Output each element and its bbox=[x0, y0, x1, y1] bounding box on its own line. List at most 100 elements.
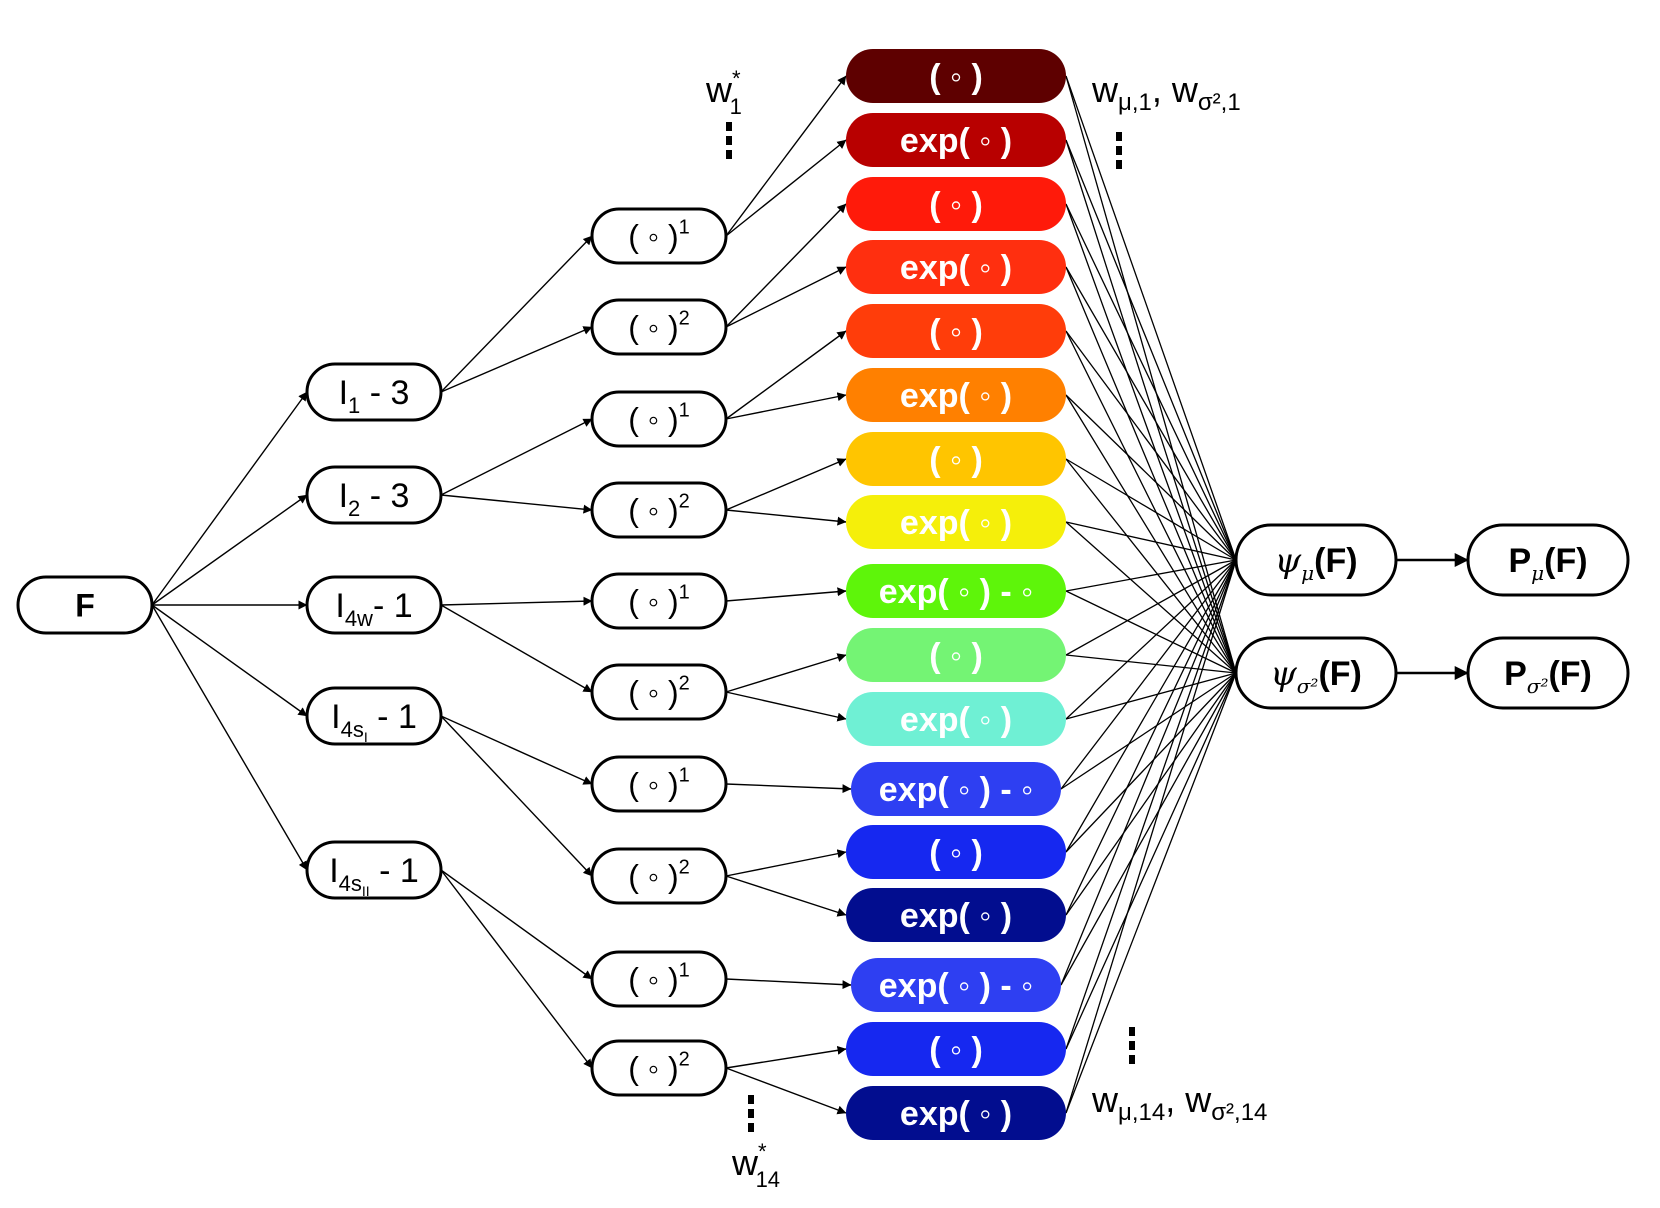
activation-label: exp( ◦ ) - ◦ bbox=[879, 967, 1033, 1005]
invariant-node bbox=[305, 362, 443, 422]
edge-input-to-invariant bbox=[151, 604, 308, 717]
input-label: F bbox=[75, 588, 95, 624]
edge-activation-to-output bbox=[1065, 139, 1237, 674]
edge-invariant-to-power bbox=[440, 235, 593, 393]
activation-label: exp( ◦ ) bbox=[900, 122, 1012, 160]
power-label: ( ◦ )2 bbox=[628, 1049, 690, 1087]
activation-node bbox=[846, 495, 1066, 549]
ellipsis-bottom-left bbox=[748, 1095, 754, 1132]
activation-label: ( ◦ ) bbox=[929, 441, 983, 479]
activation-label: ( ◦ ) bbox=[929, 834, 983, 872]
invariant-label: I2 - 3 bbox=[339, 477, 410, 521]
activation-node bbox=[846, 49, 1066, 103]
edge-activation-to-output bbox=[1065, 654, 1237, 674]
ellipsis-bottom-right bbox=[1129, 1027, 1135, 1064]
power-node bbox=[590, 950, 728, 1008]
invariant-label: I4w- 1 bbox=[335, 587, 412, 631]
activation-node bbox=[846, 1022, 1066, 1076]
edge-activation-to-output bbox=[1065, 559, 1237, 656]
edge-activation-to-output bbox=[1065, 458, 1237, 674]
power-node bbox=[590, 298, 728, 356]
activation-label: exp( ◦ ) bbox=[900, 249, 1012, 287]
activation-node bbox=[846, 368, 1066, 422]
activation-node bbox=[846, 240, 1066, 294]
weights-bottom-label: wμ,14, wσ²,14 bbox=[1091, 1079, 1267, 1126]
ellipsis-top-right bbox=[1116, 132, 1122, 169]
p-node bbox=[1466, 523, 1630, 597]
edge-activation-to-output bbox=[1065, 559, 1237, 592]
edge-power-to-activation bbox=[725, 1045, 847, 1069]
power-node bbox=[590, 390, 728, 448]
p-label: Pμ(F) bbox=[1508, 542, 1587, 585]
activation-label: ( ◦ ) bbox=[929, 313, 983, 351]
edge-activation-to-output bbox=[1060, 672, 1237, 790]
edge-power-to-activation bbox=[725, 266, 847, 328]
edge-power-to-activation bbox=[725, 75, 847, 237]
power-node bbox=[590, 847, 728, 905]
activation-label: exp( ◦ ) bbox=[900, 504, 1012, 542]
edge-invariant-to-power bbox=[440, 604, 593, 693]
edge-activation-to-output bbox=[1065, 394, 1237, 674]
edge-invariant-to-power bbox=[440, 596, 593, 606]
power-label: ( ◦ )2 bbox=[628, 308, 690, 346]
activation-label: exp( ◦ ) bbox=[900, 1095, 1012, 1133]
p-label: Pσ²(F) bbox=[1504, 655, 1592, 698]
invariant-node bbox=[305, 575, 443, 635]
power-label: ( ◦ )1 bbox=[628, 400, 690, 438]
activation-node bbox=[846, 888, 1066, 942]
edge-activation-to-output bbox=[1065, 330, 1237, 674]
edge-invariant-to-power bbox=[440, 715, 593, 785]
edge-invariant-to-power bbox=[440, 494, 593, 514]
power-label: ( ◦ )1 bbox=[628, 217, 690, 255]
edge-activation-to-output bbox=[1065, 559, 1237, 720]
edge-activation-to-output bbox=[1060, 672, 1237, 986]
edge-power-to-activation bbox=[725, 875, 847, 917]
invariant-node bbox=[305, 840, 443, 900]
edge-activation-to-output bbox=[1065, 330, 1237, 561]
edge-activation-to-output bbox=[1065, 75, 1237, 674]
edge-power-to-activation bbox=[725, 203, 847, 328]
edge-input-to-invariant bbox=[151, 494, 308, 606]
activation-label: exp( ◦ ) - ◦ bbox=[879, 573, 1033, 611]
edge-activation-to-output bbox=[1065, 559, 1237, 853]
power-node bbox=[590, 481, 728, 539]
activation-label: exp( ◦ ) bbox=[900, 701, 1012, 739]
power-label: ( ◦ )2 bbox=[628, 857, 690, 895]
edge-power-to-activation bbox=[725, 509, 847, 526]
invariant-node bbox=[305, 686, 443, 746]
power-node bbox=[590, 663, 728, 721]
activation-node bbox=[851, 762, 1061, 816]
psi-label: ψσ²(F) bbox=[1270, 654, 1362, 698]
activation-node bbox=[846, 825, 1066, 879]
edge-power-to-activation bbox=[725, 1067, 847, 1115]
weights-top-label: wμ,1, wσ²,1 bbox=[1091, 69, 1241, 116]
edge-input-to-invariant bbox=[151, 604, 308, 871]
activation-label: ( ◦ ) bbox=[929, 637, 983, 675]
edge-activation-to-output bbox=[1065, 559, 1237, 1050]
invariant-label: I4sII - 1 bbox=[329, 852, 419, 899]
input-node bbox=[16, 575, 154, 635]
activation-node bbox=[846, 113, 1066, 167]
edge-activation-to-output bbox=[1065, 139, 1237, 561]
edge-activation-to-output bbox=[1065, 559, 1237, 916]
edge-activation-to-output bbox=[1065, 521, 1237, 561]
power-label: ( ◦ )1 bbox=[628, 765, 690, 803]
edge-activation-to-output bbox=[1065, 672, 1237, 916]
activation-label: exp( ◦ ) bbox=[900, 897, 1012, 935]
edge-power-to-activation bbox=[725, 139, 847, 237]
psi-node bbox=[1234, 636, 1398, 710]
edge-power-to-activation bbox=[725, 978, 852, 990]
activation-node bbox=[851, 958, 1061, 1012]
activation-node bbox=[846, 1086, 1066, 1140]
activation-node bbox=[846, 564, 1066, 618]
ellipsis-top-left bbox=[726, 122, 732, 159]
activation-node bbox=[846, 177, 1066, 231]
activation-label: exp( ◦ ) - ◦ bbox=[879, 771, 1033, 809]
edge-activation-to-output bbox=[1060, 559, 1237, 986]
edge-activation-to-output bbox=[1065, 590, 1237, 674]
activation-node bbox=[846, 692, 1066, 746]
